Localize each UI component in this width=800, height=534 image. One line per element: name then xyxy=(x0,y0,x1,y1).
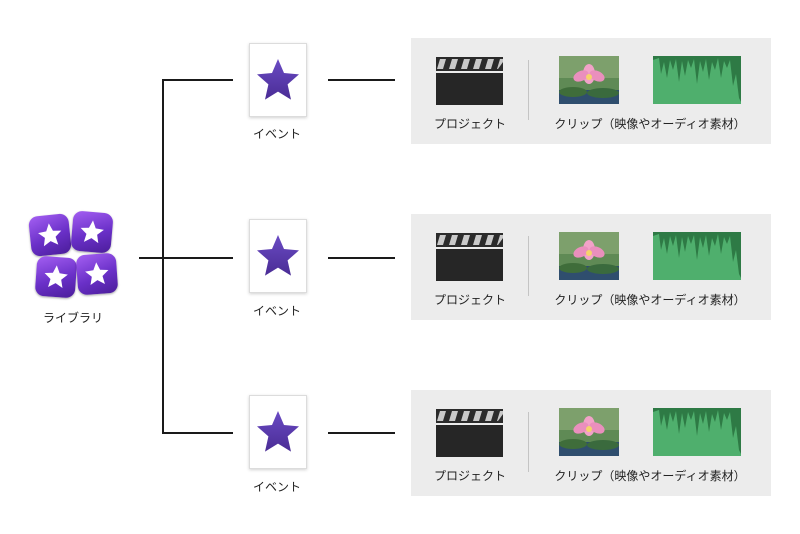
connector-event-3 xyxy=(328,432,395,434)
event-3-label: イベント xyxy=(252,480,301,494)
event-3-icon xyxy=(249,395,307,469)
connector-branch-3 xyxy=(162,432,233,434)
star-icon xyxy=(257,59,299,100)
panel-divider xyxy=(528,60,529,120)
clips-label: クリップ（映像やオーディオ素材） xyxy=(554,469,746,483)
panel-divider xyxy=(528,412,529,472)
event-1-icon xyxy=(249,43,307,117)
event-1-label: イベント xyxy=(252,127,301,141)
event-2-contents-panel: プロジェクト クリップ（映像やオーディオ素材） xyxy=(411,214,771,320)
connector-event-2 xyxy=(328,257,395,259)
imovie-library-icon xyxy=(27,210,119,302)
star-icon xyxy=(257,411,299,452)
clapperboard-icon xyxy=(436,233,503,281)
clapperboard-icon xyxy=(436,409,503,457)
panel-divider xyxy=(528,236,529,296)
clips-label: クリップ（映像やオーディオ素材） xyxy=(554,293,746,307)
project-label: プロジェクト xyxy=(433,469,506,483)
clapperboard-icon xyxy=(436,57,503,105)
event-2-label: イベント xyxy=(252,304,301,318)
clips-label: クリップ（映像やオーディオ素材） xyxy=(554,117,746,131)
connector-trunk xyxy=(162,79,164,434)
lotus-video-thumbnail xyxy=(559,232,619,280)
audio-waveform-icon xyxy=(653,56,741,104)
star-icon xyxy=(257,235,299,276)
project-label: プロジェクト xyxy=(433,117,506,131)
connector-library xyxy=(139,257,164,259)
connector-branch-1 xyxy=(162,79,233,81)
library-label: ライブラリ xyxy=(42,311,103,325)
lotus-video-thumbnail xyxy=(559,408,619,456)
connector-branch-2 xyxy=(162,257,233,259)
audio-waveform-icon xyxy=(653,232,741,280)
lotus-video-thumbnail xyxy=(559,56,619,104)
connector-event-1 xyxy=(328,79,395,81)
event-1-contents-panel: プロジェクト クリップ（映像やオーディオ素材） xyxy=(411,38,771,144)
project-label: プロジェクト xyxy=(433,293,506,307)
audio-waveform-icon xyxy=(653,408,741,456)
event-2-icon xyxy=(249,219,307,293)
event-3-contents-panel: プロジェクト クリップ（映像やオーディオ素材） xyxy=(411,390,771,496)
